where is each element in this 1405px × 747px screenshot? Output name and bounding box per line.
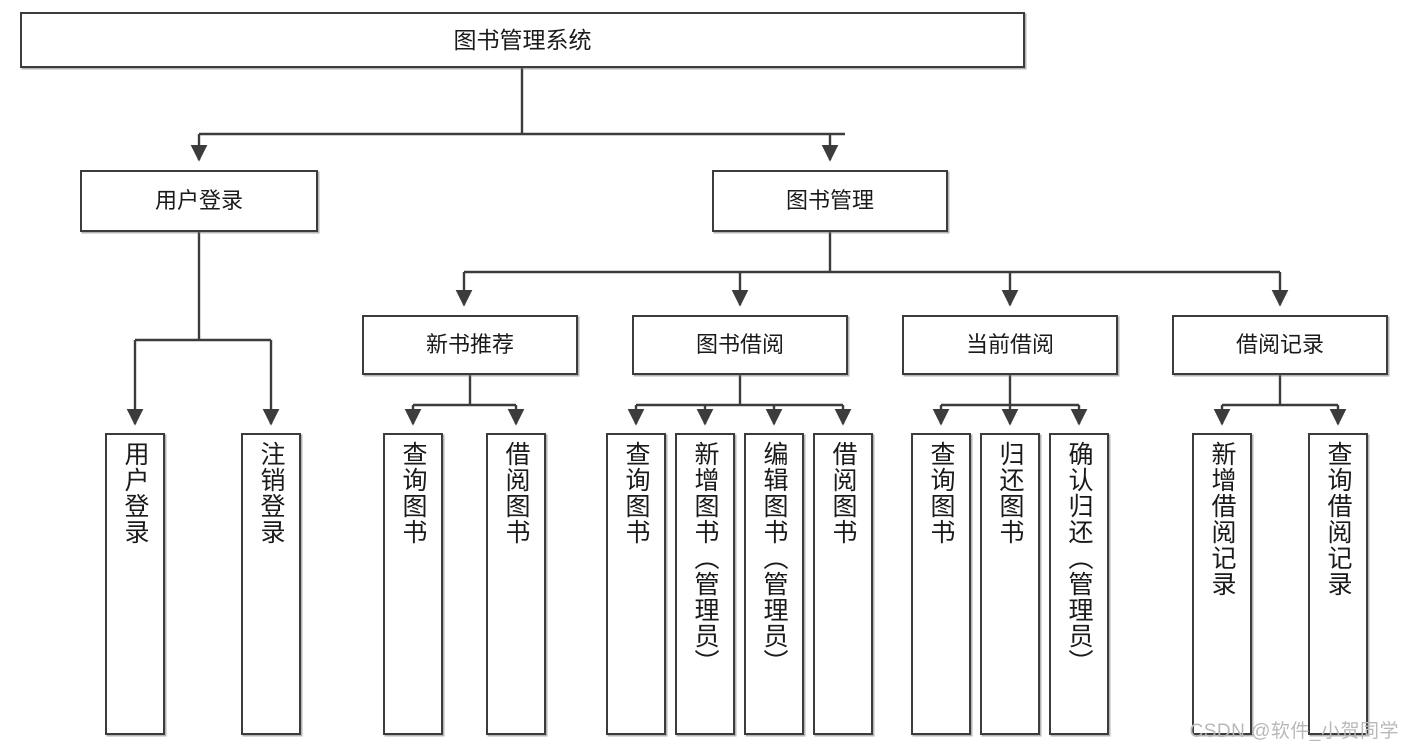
node-label: 新增借阅记录 (1208, 441, 1236, 597)
node-label: 图书借阅 (695, 332, 784, 357)
node-label: 确认归还（管理员） (1065, 441, 1093, 675)
node-label: 查询图书 (622, 441, 650, 545)
node-user-login[interactable]: 用户登录 (80, 170, 318, 232)
node-label: 借阅图书 (502, 441, 530, 545)
node-book-management-system[interactable]: 图书管理系统 (20, 12, 1025, 68)
node-label: 查询图书 (927, 441, 955, 545)
node-label: 新增图书（管理员） (691, 441, 719, 675)
node-leaf-add-record[interactable]: 新增借阅记录 (1192, 433, 1252, 735)
node-label: 用户登录 (154, 188, 243, 213)
node-leaf-confirm-return[interactable]: 确认归还（管理员） (1049, 433, 1109, 735)
node-current-borrow[interactable]: 当前借阅 (902, 315, 1118, 375)
node-leaf-add-book[interactable]: 新增图书（管理员） (675, 433, 735, 735)
node-leaf-edit-book[interactable]: 编辑图书（管理员） (744, 433, 804, 735)
node-leaf-user-login[interactable]: 用户登录 (105, 433, 165, 735)
node-new-book-recommend[interactable]: 新书推荐 (362, 315, 578, 375)
node-leaf-query-record[interactable]: 查询借阅记录 (1308, 433, 1368, 735)
node-label: 归还图书 (996, 441, 1024, 545)
node-label: 查询图书 (399, 441, 427, 545)
node-label: 图书管理 (785, 188, 874, 213)
node-leaf-query-book-3[interactable]: 查询图书 (911, 433, 971, 735)
csdn-watermark: CSDN @软件_小贺同学 (1189, 721, 1399, 742)
node-leaf-borrow-book-1[interactable]: 借阅图书 (486, 433, 546, 735)
node-leaf-user-logout[interactable]: 注销登录 (241, 433, 301, 735)
node-label: 新书推荐 (425, 332, 514, 357)
node-leaf-query-book-2[interactable]: 查询图书 (606, 433, 666, 735)
node-label: 图书管理系统 (453, 26, 592, 53)
node-borrow-record[interactable]: 借阅记录 (1172, 315, 1388, 375)
node-label: 用户登录 (121, 441, 149, 545)
node-label: 当前借阅 (965, 332, 1054, 357)
node-label: 借阅图书 (829, 441, 857, 545)
node-leaf-query-book-1[interactable]: 查询图书 (383, 433, 443, 735)
node-leaf-return-book[interactable]: 归还图书 (980, 433, 1040, 735)
node-book-management[interactable]: 图书管理 (712, 170, 948, 232)
node-label: 借阅记录 (1235, 332, 1324, 357)
node-label: 查询借阅记录 (1324, 441, 1352, 597)
node-label: 注销登录 (257, 441, 285, 545)
node-label: 编辑图书（管理员） (760, 441, 788, 675)
node-leaf-borrow-book-2[interactable]: 借阅图书 (813, 433, 873, 735)
node-book-borrow[interactable]: 图书借阅 (632, 315, 848, 375)
